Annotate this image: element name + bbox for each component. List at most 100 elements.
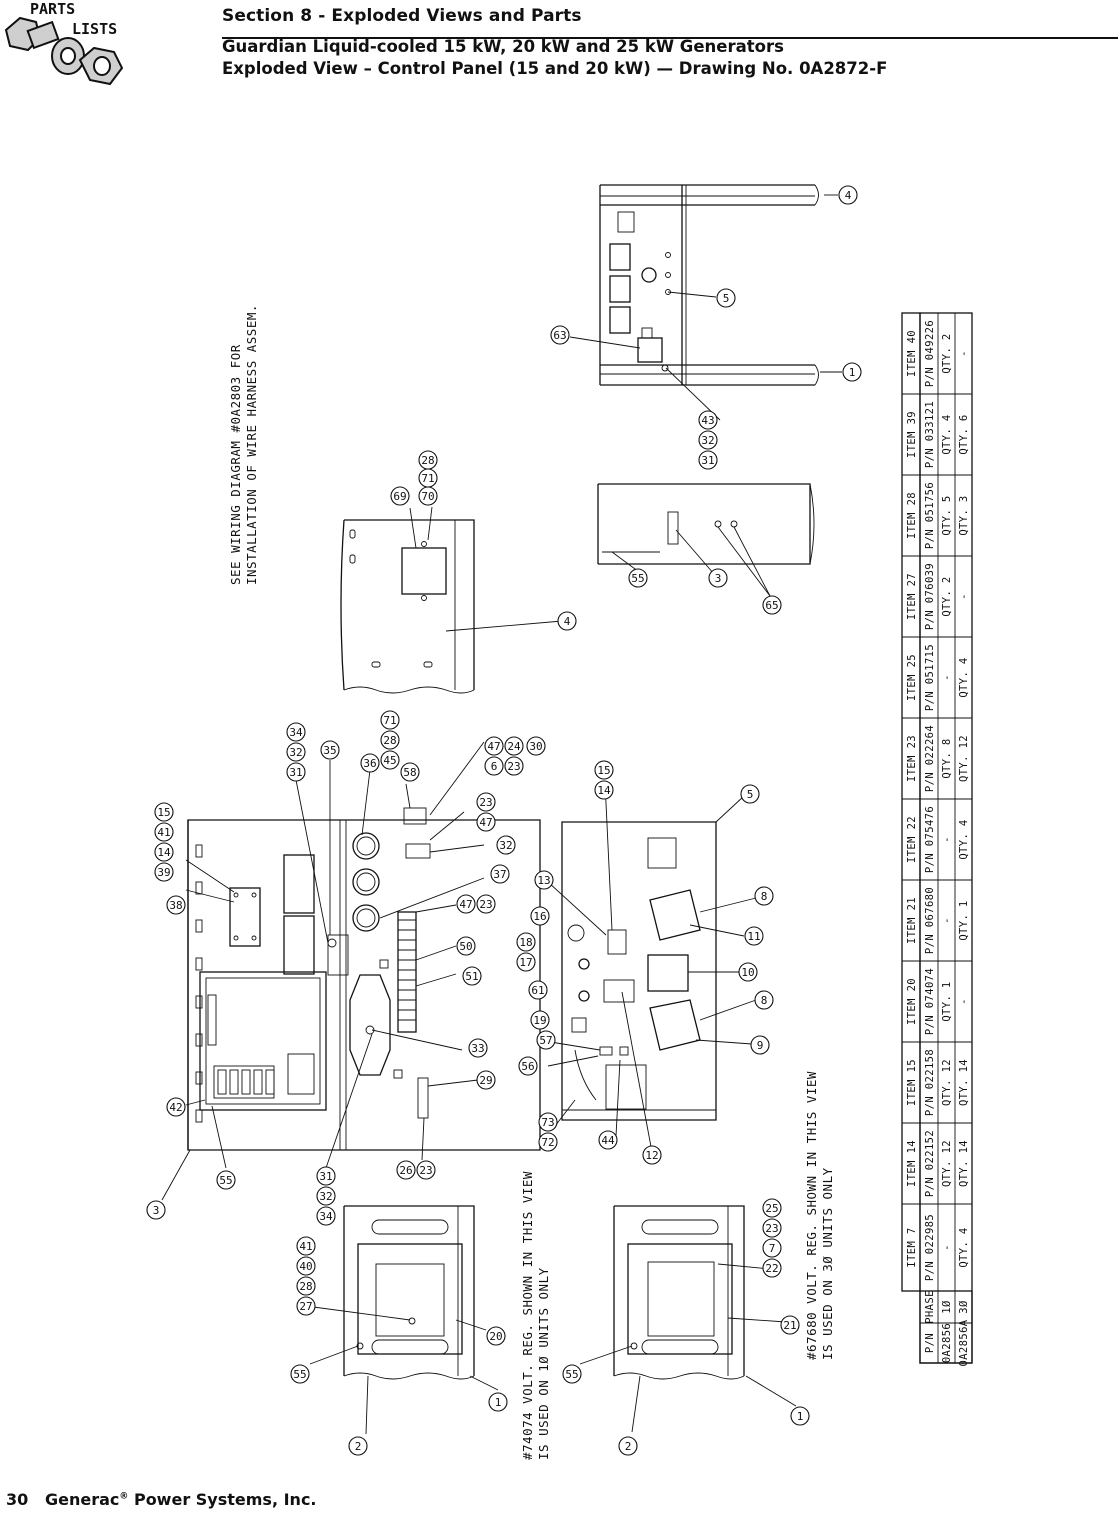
svg-text:13: 13 <box>537 874 550 887</box>
svg-text:22: 22 <box>765 1262 778 1275</box>
table-cell-1phase: - <box>941 836 953 843</box>
table-cell-1phase: - <box>941 917 953 924</box>
table-item-header: ITEM 40 <box>906 330 918 377</box>
page-footer: 30 Generac® Power Systems, Inc. <box>6 1490 317 1509</box>
table-cell-3phase: QTY. 4 <box>958 657 970 697</box>
table-part-number: P/N 022152 <box>924 1130 936 1197</box>
svg-text:31: 31 <box>319 1170 332 1183</box>
svg-text:51: 51 <box>465 970 478 983</box>
svg-text:61: 61 <box>531 984 544 997</box>
product-subtitle: Guardian Liquid-cooled 15 kW, 20 kW and … <box>222 37 784 56</box>
svg-text:69: 69 <box>393 490 406 503</box>
balloon-73: 73 <box>538 1112 558 1132</box>
svg-text:71: 71 <box>383 714 396 727</box>
table-cell-1phase: - <box>941 674 953 681</box>
svg-text:23: 23 <box>479 898 492 911</box>
svg-text:1: 1 <box>797 1410 804 1423</box>
balloon-20: 20 <box>486 1326 506 1346</box>
svg-text:28: 28 <box>383 734 396 747</box>
balloon-38: 38 <box>166 895 186 915</box>
balloon-51: 51 <box>462 966 482 986</box>
row1-pn: 0A2856 <box>941 1323 953 1363</box>
balloon-41b: 41 <box>296 1236 316 1256</box>
svg-text:55: 55 <box>565 1368 578 1381</box>
svg-text:32: 32 <box>289 746 302 759</box>
svg-text:2: 2 <box>625 1440 632 1453</box>
company-name: Generac <box>44 1490 120 1509</box>
table-item-header: ITEM 25 <box>906 654 918 701</box>
svg-text:3: 3 <box>715 572 722 585</box>
table-item-header: ITEM 22 <box>906 816 918 863</box>
svg-text:33: 33 <box>471 1042 484 1055</box>
table-item-header: ITEM 28 <box>906 492 918 539</box>
balloon-27: 27 <box>296 1296 316 1316</box>
balloon-25: 25 <box>762 1198 782 1218</box>
section-title: Section 8 - Exploded Views and Parts <box>222 6 582 26</box>
row2-phase: 3Ø <box>958 1300 970 1314</box>
balloon-23a: 23 <box>504 756 524 776</box>
table-part-number: P/N 074074 <box>924 968 936 1035</box>
svg-text:23: 23 <box>419 1164 432 1177</box>
balloon-17: 17 <box>516 952 536 972</box>
svg-text:30: 30 <box>529 740 542 753</box>
table-cell-1phase: QTY. 2 <box>941 576 953 616</box>
balloon-6: 6 <box>484 756 504 776</box>
svg-text:19: 19 <box>533 1014 546 1027</box>
svg-text:73: 73 <box>541 1116 554 1129</box>
bolt-nut-washer-icon: PARTS LISTS <box>4 0 124 86</box>
svg-text:12: 12 <box>645 1149 658 1162</box>
table-item-header: ITEM 20 <box>906 978 918 1025</box>
svg-text:26: 26 <box>399 1164 412 1177</box>
balloon-32c: 32 <box>496 835 516 855</box>
svg-text:23: 23 <box>765 1222 778 1235</box>
svg-text:41: 41 <box>299 1240 312 1253</box>
svg-text:41: 41 <box>157 826 170 839</box>
row2-pn: 0A2856A <box>958 1319 970 1366</box>
balloon-56: 56 <box>518 1056 538 1076</box>
svg-text:16: 16 <box>533 910 546 923</box>
svg-text:32: 32 <box>319 1190 332 1203</box>
svg-text:1: 1 <box>495 1396 502 1409</box>
table-item-header: ITEM 7 <box>906 1227 918 1267</box>
balloon-19: 19 <box>530 1010 550 1030</box>
balloon-2a: 2 <box>348 1436 368 1456</box>
svg-text:25: 25 <box>765 1202 778 1215</box>
balloon-37: 37 <box>490 864 510 884</box>
balloon-61: 61 <box>528 980 548 1000</box>
balloon-23c: 23 <box>476 894 496 914</box>
balloon-1a: 1 <box>842 362 862 382</box>
svg-text:2: 2 <box>355 1440 362 1453</box>
row1-phase: 1Ø <box>941 1300 953 1314</box>
item-balloons: 4 1 5 63 31 32 43 55 3 65 4 69 70 71 28 … <box>146 185 862 1456</box>
svg-text:35: 35 <box>323 744 336 757</box>
balloon-35: 35 <box>320 740 340 760</box>
svg-text:11: 11 <box>747 930 760 943</box>
balloon-39: 39 <box>154 862 174 882</box>
balloon-28b: 28 <box>380 730 400 750</box>
svg-text:32: 32 <box>499 839 512 852</box>
balloon-32b: 32 <box>286 742 306 762</box>
registered-mark: ® <box>119 1491 129 1502</box>
wiring-note-line1: SEE WIRING DIAGRAM #0A2803 FOR <box>228 344 243 585</box>
svg-text:10: 10 <box>741 966 754 979</box>
balloon-65: 65 <box>762 595 782 615</box>
svg-text:4: 4 <box>845 189 852 202</box>
svg-text:45: 45 <box>383 754 396 767</box>
balloon-42: 42 <box>166 1097 186 1117</box>
table-part-number: P/N 033121 <box>924 401 936 468</box>
balloon-31c: 31 <box>316 1166 336 1186</box>
reg3-note-line2: IS USED ON 3Ø UNITS ONLY <box>820 1167 835 1360</box>
svg-text:39: 39 <box>157 866 170 879</box>
table-cell-1phase: QTY. 2 <box>941 333 953 373</box>
balloon-1b: 1 <box>488 1392 508 1412</box>
balloon-69: 69 <box>390 486 410 506</box>
balloon-26: 26 <box>396 1160 416 1180</box>
svg-text:36: 36 <box>363 757 376 770</box>
balloon-32a: 32 <box>698 430 718 450</box>
balloon-34b: 34 <box>316 1206 336 1226</box>
svg-text:24: 24 <box>507 740 521 753</box>
table-part-number: P/N 075476 <box>924 806 936 873</box>
balloon-21: 21 <box>780 1315 800 1335</box>
svg-text:32: 32 <box>701 434 714 447</box>
